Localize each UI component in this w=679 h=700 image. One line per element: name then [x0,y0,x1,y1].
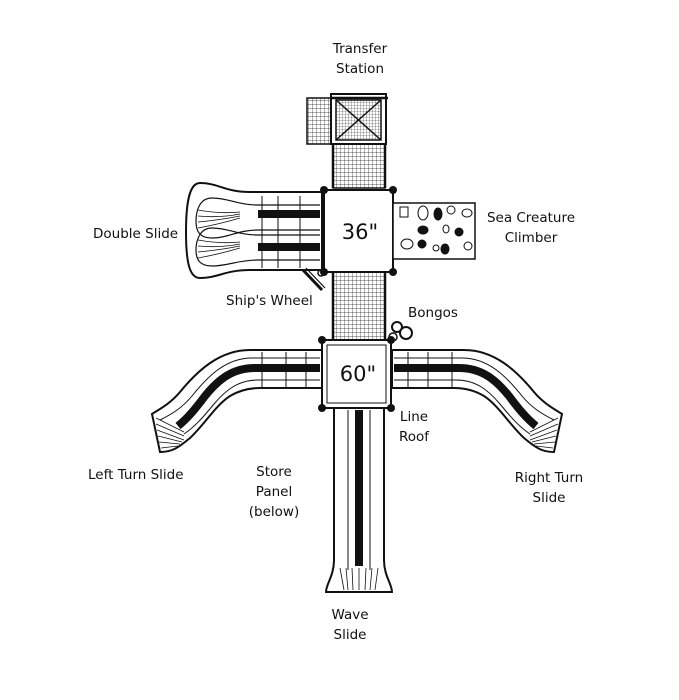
transfer-station-label: Transfer Station [332,41,388,77]
sea-creature-climber-label: Sea Creature Climber [486,210,576,246]
deck-36-label: 36" [341,220,379,244]
ships-wheel-label: Ship's Wheel [226,293,313,309]
wave-slide-label: Wave Slide [331,607,369,643]
right-turn-slide-label: Right Turn Slide [514,470,584,506]
transfer-station [306,93,388,145]
left-turn-slide-label: Left Turn Slide [88,467,184,483]
upper-walkway [331,143,387,189]
deck-60 [318,336,395,412]
double-slide-label: Double Slide [93,226,179,242]
store-panel-label: Store Panel (below) [248,464,300,520]
middle-walkway [331,271,387,341]
right-turn-slide [391,349,564,454]
line-roof-label: Line Roof [398,409,430,445]
bongos-label: Bongos [408,305,458,321]
wave-slide [324,407,394,593]
left-turn-slide [150,349,323,454]
double-slide [184,181,323,280]
deck-36 [320,186,397,276]
deck-60-label: 60" [339,362,377,386]
sea-creature-climber [392,202,476,260]
